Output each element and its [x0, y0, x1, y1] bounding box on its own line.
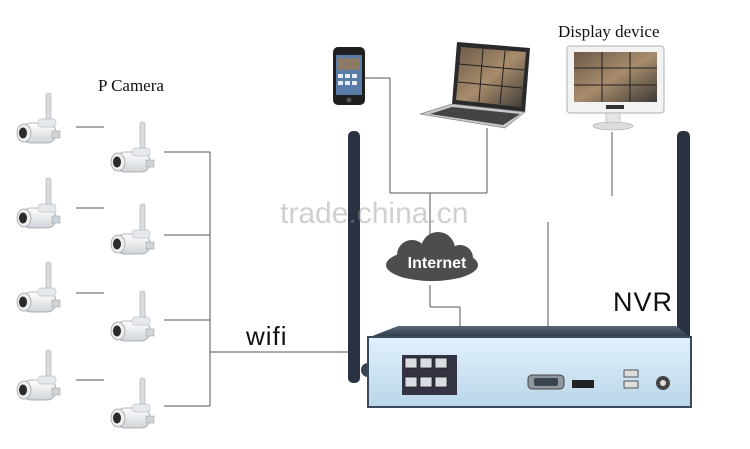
watermark: trade.china.cn [280, 197, 469, 230]
smartphone-icon [333, 47, 365, 105]
ip-camera-icon [16, 92, 155, 429]
ip-camera-label: P Camera [98, 76, 164, 95]
cloud-icon [386, 232, 478, 281]
wifi-label: wifi [246, 321, 288, 351]
internet-label: Internet [407, 255, 467, 272]
display-device-label: Display device [558, 22, 660, 41]
nvr-label: NVR [613, 287, 674, 317]
monitor-icon [566, 45, 665, 131]
nvr-recorder-icon [348, 131, 692, 408]
laptop-icon [419, 42, 530, 129]
